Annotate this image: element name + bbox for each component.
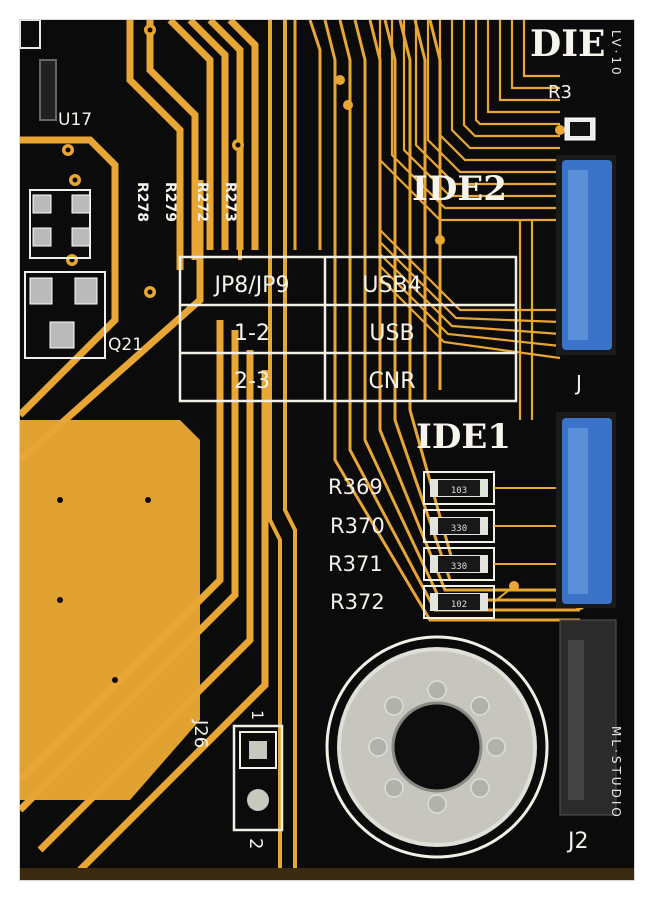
label-u17: U17	[58, 110, 92, 130]
label-r279: R279	[162, 182, 178, 222]
label-r-top: R3	[548, 82, 572, 103]
watermark-top: LV·10	[609, 30, 623, 78]
label-ide1: IDE1	[416, 417, 511, 457]
label-r272: R272	[194, 182, 210, 222]
label-pin1: 1	[248, 710, 267, 720]
copper-pour	[20, 420, 200, 800]
jumper-table: JP8/JP9 USB4 1-2 USB 2-3 CNR	[178, 255, 518, 403]
resistor-label-r370: R370	[330, 514, 385, 538]
table-header-jumper: JP8/JP9	[213, 273, 290, 298]
resistor-label-r369: R369	[328, 475, 383, 499]
pcb-canvas: U17 Q21 R278 R279 R272 R273	[20, 20, 634, 880]
label-j26: J26	[190, 719, 211, 748]
table-header-function: USB4	[362, 273, 421, 298]
label-pin2: 2	[245, 838, 266, 849]
pcb-photo: U17 Q21 R278 R279 R272 R273	[20, 20, 634, 880]
label-j-right: J	[574, 371, 582, 395]
ide-connectors: J J2	[556, 155, 617, 854]
small-pads	[24, 189, 106, 359]
resistor-code-r369: 103	[451, 486, 467, 496]
watermark-bottom: ML·STUDIO	[609, 726, 623, 820]
table-cell-r2c1: 2-3	[234, 369, 270, 394]
label-j2: J2	[566, 829, 589, 854]
resistor-code-r372: 102	[451, 600, 467, 610]
label-ide-top: DIE	[530, 23, 606, 65]
table-cell-r2c2: CNR	[368, 369, 415, 394]
resistor-code-r371: 330	[451, 562, 467, 572]
j26-header: J26 1 2	[190, 710, 284, 849]
table-cell-r1c2: USB	[369, 321, 414, 346]
label-r273: R273	[222, 182, 238, 222]
table-cell-r1c1: 1-2	[234, 321, 270, 346]
label-r278: R278	[134, 182, 150, 222]
mounting-hole	[325, 635, 549, 859]
resistor-label-r372: R372	[330, 590, 385, 614]
label-q21: Q21	[108, 335, 143, 355]
label-ide2: IDE2	[412, 169, 507, 209]
resistor-code-r370: 330	[451, 524, 467, 534]
resistor-label-r371: R371	[328, 552, 383, 576]
resistor-array: R369 R370 R371 R372 103 330 330	[328, 471, 580, 619]
